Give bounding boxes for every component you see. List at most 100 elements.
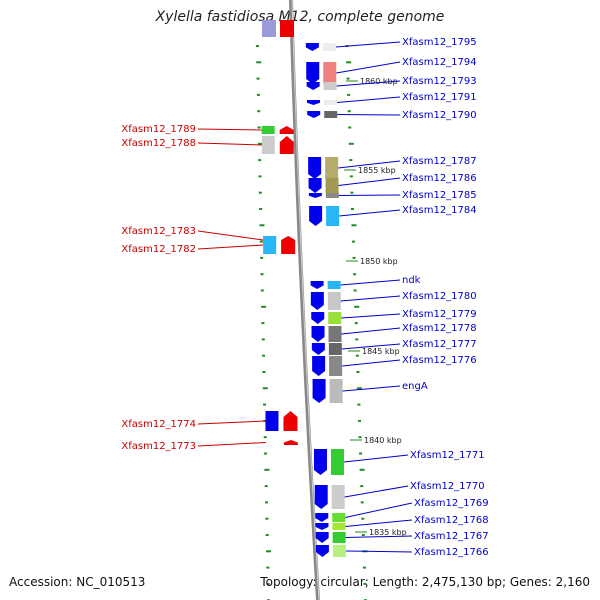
forward-gene-box — [332, 545, 346, 557]
forward-gene-arrow[interactable] — [306, 62, 320, 84]
forward-gene-arrow[interactable] — [309, 206, 323, 226]
tick-mark — [354, 322, 358, 325]
reverse-gene-arrow[interactable] — [279, 126, 294, 134]
label-leader-line — [341, 343, 401, 350]
reverse-gene-arrow[interactable] — [281, 236, 296, 254]
forward-gene-box — [325, 157, 339, 179]
reverse-gene-label[interactable]: Xfasm12_1773 — [121, 441, 196, 452]
forward-gene-arrow[interactable] — [310, 292, 324, 310]
scale-label: 1835 kbp — [369, 528, 407, 537]
forward-gene-label[interactable]: Xfasm12_1787 — [402, 156, 477, 167]
tick-mark — [359, 452, 363, 455]
forward-gene-label[interactable]: Xfasm12_1771 — [410, 450, 485, 461]
forward-gene-label[interactable]: Xfasm12_1790 — [402, 110, 477, 121]
label-leader-line — [338, 160, 401, 169]
forward-gene-arrow[interactable] — [312, 379, 326, 403]
forward-gene-label[interactable]: Xfasm12_1776 — [402, 355, 477, 366]
label-leader-line — [345, 502, 413, 518]
forward-gene-label[interactable]: Xfasm12_1769 — [414, 498, 489, 509]
forward-gene-label[interactable]: Xfasm12_1794 — [402, 57, 477, 68]
tick-mark — [255, 45, 259, 47]
label-leader-line — [335, 41, 401, 48]
forward-gene-label[interactable]: Xfasm12_1793 — [402, 76, 477, 87]
reverse-gene-label[interactable]: Xfasm12_1789 — [121, 124, 196, 135]
tick-mark — [256, 93, 260, 96]
forward-gene-label[interactable]: Xfasm12_1791 — [402, 92, 477, 103]
label-leader-line — [197, 142, 262, 146]
forward-gene-label[interactable]: Xfasm12_1795 — [402, 37, 477, 48]
forward-gene-arrow[interactable] — [308, 178, 322, 193]
forward-gene-arrow[interactable] — [315, 523, 329, 530]
tick-mark — [262, 371, 266, 373]
forward-gene-box — [331, 485, 345, 509]
forward-gene-label[interactable]: Xfasm12_1766 — [414, 547, 489, 558]
tick-mark — [260, 273, 264, 276]
forward-gene-label[interactable]: Xfasm12_1768 — [414, 515, 489, 526]
forward-gene-arrow[interactable] — [315, 532, 329, 543]
tick-mark — [266, 550, 272, 553]
forward-gene-arrow[interactable] — [315, 513, 329, 522]
tick-mark — [257, 142, 263, 145]
tick-mark — [260, 289, 264, 292]
tick-mark — [262, 387, 268, 390]
tick-mark — [353, 289, 357, 292]
reverse-gene-label[interactable]: Xfasm12_1774 — [121, 419, 196, 430]
label-leader-line — [197, 128, 262, 131]
forward-gene-box — [328, 343, 342, 355]
forward-gene-arrow[interactable] — [315, 545, 329, 557]
tick-mark — [257, 110, 261, 113]
tick-mark — [266, 566, 270, 569]
forward-gene-label[interactable]: Xfasm12_1786 — [402, 173, 477, 184]
reverse-gene-label[interactable]: Xfasm12_1783 — [121, 226, 196, 237]
forward-gene-arrow[interactable] — [307, 100, 320, 105]
tick-mark — [361, 534, 365, 536]
forward-gene-arrow[interactable] — [313, 449, 327, 475]
reverse-gene-label[interactable]: Xfasm12_1782 — [121, 244, 196, 255]
reverse-gene-box — [261, 126, 275, 134]
forward-gene-arrow[interactable] — [310, 281, 324, 289]
tick-mark — [351, 224, 357, 227]
tick-mark — [266, 582, 270, 585]
forward-gene-label[interactable]: Xfasm12_1767 — [414, 531, 489, 542]
forward-gene-label[interactable]: Xfasm12_1770 — [410, 481, 485, 492]
forward-gene-label[interactable]: Xfasm12_1779 — [402, 309, 477, 320]
forward-gene-label[interactable]: Xfasm12_1780 — [402, 291, 477, 302]
forward-gene-label[interactable]: Xfasm12_1778 — [402, 323, 477, 334]
label-leader-line — [197, 442, 266, 447]
accession-text: Accession: NC_010513 — [9, 575, 146, 589]
forward-gene-arrow[interactable] — [307, 111, 321, 118]
scale-label: 1855 kbp — [358, 166, 396, 175]
forward-gene-arrow[interactable] — [305, 43, 319, 51]
forward-gene-label[interactable]: Xfasm12_1784 — [402, 205, 477, 216]
forward-gene-label[interactable]: ndk — [402, 275, 421, 286]
reverse-gene-arrow[interactable] — [283, 411, 298, 431]
tick-mark — [261, 305, 267, 308]
tick-mark — [349, 175, 353, 178]
reverse-gene-arrow[interactable] — [279, 136, 294, 154]
forward-gene-box — [327, 281, 341, 289]
label-leader-line — [341, 313, 401, 319]
forward-gene-arrow[interactable] — [308, 157, 322, 179]
forward-gene-label[interactable]: Xfasm12_1785 — [402, 190, 477, 201]
genome-backbone-highlight — [291, 0, 320, 600]
tick-mark — [265, 517, 269, 520]
forward-gene-arrow[interactable] — [311, 343, 325, 355]
tick-mark — [347, 93, 351, 96]
left-tick-marks — [255, 45, 272, 600]
forward-gene-arrow[interactable] — [314, 485, 328, 509]
forward-gene-arrow[interactable] — [312, 356, 326, 376]
forward-gene-label[interactable]: Xfasm12_1777 — [402, 339, 477, 350]
forward-gene-arrow[interactable] — [306, 82, 320, 90]
forward-gene-box — [328, 312, 342, 324]
tick-mark — [259, 224, 265, 227]
forward-gene-arrow[interactable] — [311, 326, 325, 342]
label-leader-line — [340, 279, 401, 286]
forward-gene-label[interactable]: engA — [402, 381, 428, 392]
forward-gene-arrow[interactable] — [311, 312, 325, 324]
reverse-gene-arrow[interactable] — [283, 440, 298, 445]
forward-gene-arrow[interactable] — [308, 193, 322, 198]
tick-mark — [264, 468, 270, 471]
tick-mark — [259, 208, 263, 210]
reverse-gene-label[interactable]: Xfasm12_1788 — [121, 138, 196, 149]
